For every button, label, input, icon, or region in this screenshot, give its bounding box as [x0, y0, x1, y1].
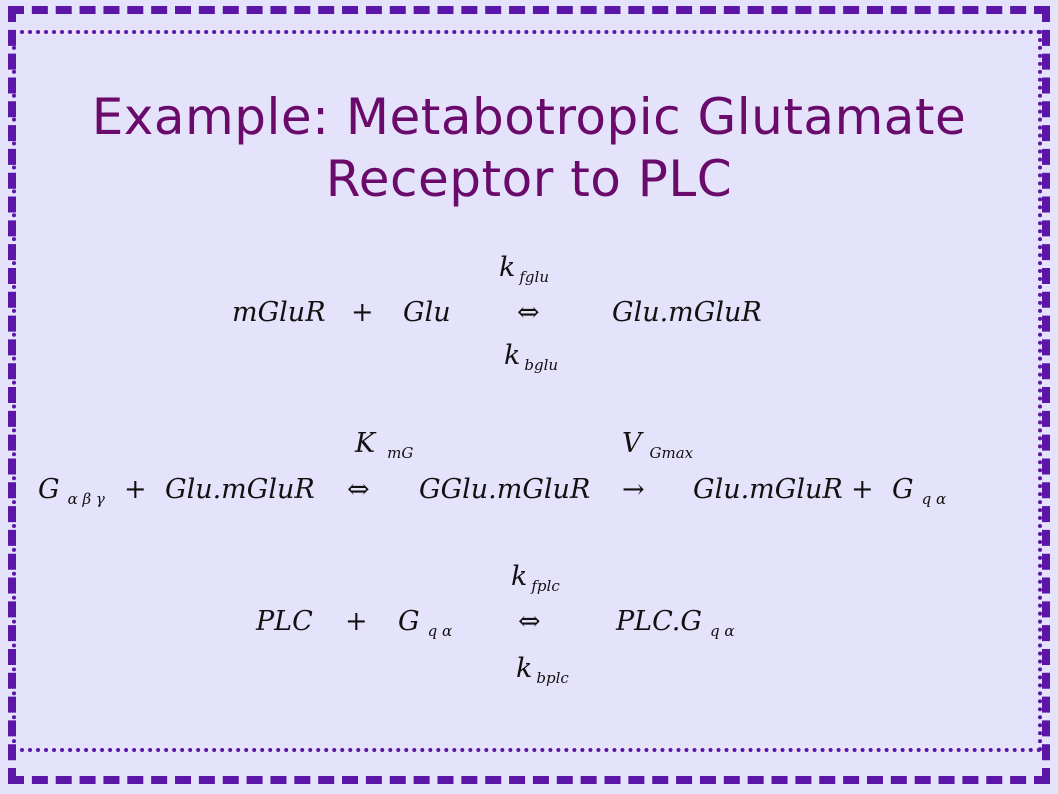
slide-inner-border — [12, 30, 1042, 752]
r1-reversible-arrow: ⇔ — [517, 297, 540, 328]
r2-plus-1: + — [124, 474, 147, 505]
r1-reactant-mglur: mGluR — [232, 297, 326, 328]
r3-plus: + — [345, 606, 368, 637]
r1-reactant-glu: Glu — [403, 297, 451, 328]
r1-product: Glu.mGluR — [612, 297, 762, 328]
slide-title: Example: Metabotropic Glutamate Receptor… — [0, 86, 1058, 210]
r2-plus-2: + — [851, 474, 874, 505]
r2-product-glu-mglur: Glu.mGluR — [693, 474, 843, 505]
title-line-1: Example: Metabotropic Glutamate — [91, 88, 967, 146]
r2-complex: GGlu.mGluR — [419, 474, 591, 505]
r2-reversible-arrow: ⇔ — [347, 474, 370, 505]
r2-reactant-glu-mglur: Glu.mGluR — [165, 474, 315, 505]
r3-reversible-arrow: ⇔ — [518, 606, 541, 637]
title-line-2: Receptor to PLC — [325, 150, 733, 208]
r3-reactant-plc: PLC — [256, 606, 313, 637]
r1-plus: + — [351, 297, 374, 328]
r2-forward-arrow: → — [622, 474, 645, 505]
